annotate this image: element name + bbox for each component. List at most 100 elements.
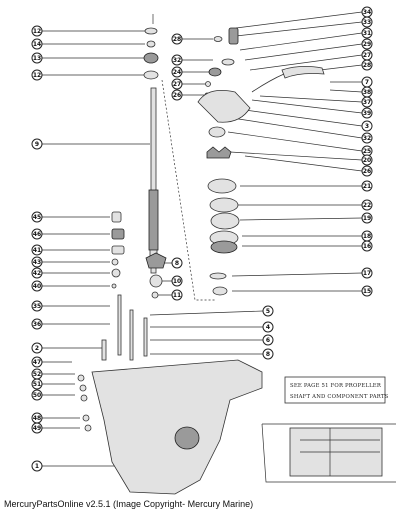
callout-circle bbox=[262, 321, 274, 333]
part-callout: 43 bbox=[31, 256, 43, 268]
callout-number: 9 bbox=[35, 141, 39, 148]
callout-number: 28 bbox=[363, 62, 371, 69]
callout-circle bbox=[171, 54, 183, 66]
part-callout: 32 bbox=[171, 54, 183, 66]
callout-circle bbox=[361, 180, 373, 192]
part-callout: 33 bbox=[361, 16, 373, 28]
callout-number: 18 bbox=[363, 233, 371, 240]
callout-circle bbox=[31, 25, 43, 37]
leader-line bbox=[249, 54, 363, 71]
callout-number: 7 bbox=[365, 79, 369, 86]
callout-number: 47 bbox=[33, 359, 41, 366]
callout-number: 51 bbox=[33, 381, 41, 388]
callout-number: 15 bbox=[363, 288, 371, 295]
callout-number: 28 bbox=[173, 36, 181, 43]
part-callout: 19 bbox=[361, 212, 373, 224]
callout-number: 34 bbox=[363, 9, 371, 16]
callout-number: 8 bbox=[175, 260, 179, 267]
callout-number: 4 bbox=[266, 324, 270, 331]
part-callout: 4 bbox=[262, 321, 274, 333]
part-callout: 40 bbox=[31, 280, 43, 292]
part-callout: 45 bbox=[31, 211, 43, 223]
callout-number: 24 bbox=[173, 69, 181, 76]
callout-number: 21 bbox=[363, 183, 371, 190]
callout-number: 37 bbox=[363, 99, 371, 106]
callout-number: 38 bbox=[363, 89, 371, 96]
callout-number: 14 bbox=[33, 41, 41, 48]
shaft-top-parts bbox=[143, 27, 159, 80]
part-callout: 20 bbox=[361, 154, 373, 166]
callout-number: 33 bbox=[363, 19, 371, 26]
callout-number: 17 bbox=[363, 270, 371, 277]
callout-circle bbox=[31, 52, 43, 64]
callout-circle bbox=[31, 342, 43, 354]
callout-number: 45 bbox=[33, 214, 41, 221]
part-callout: 15 bbox=[361, 285, 373, 297]
part-callout: 37 bbox=[361, 96, 373, 108]
part-callout: 42 bbox=[31, 267, 43, 279]
callout-circle bbox=[361, 96, 373, 108]
part-callout: 3 bbox=[361, 120, 373, 132]
callout-number: 8 bbox=[266, 351, 270, 358]
callout-circle bbox=[171, 78, 183, 90]
callout-number: 32 bbox=[173, 57, 181, 64]
callout-circle bbox=[171, 33, 183, 45]
callout-circle bbox=[361, 267, 373, 279]
callout-circle bbox=[31, 228, 43, 240]
callout-circle bbox=[361, 240, 373, 252]
callout-number: 31 bbox=[363, 30, 371, 37]
callout-number: 2 bbox=[35, 345, 39, 352]
part-callout: 11 bbox=[171, 289, 183, 301]
inset-schematic bbox=[261, 423, 396, 483]
part-callout: 26 bbox=[171, 89, 183, 101]
callout-circle bbox=[361, 212, 373, 224]
drive-shaft bbox=[148, 87, 159, 274]
part-callout: 7 bbox=[361, 76, 373, 88]
gear-housing bbox=[77, 359, 263, 495]
note-line-1: SEE PAGE 51 FOR PROPELLER bbox=[290, 383, 382, 389]
callout-circle bbox=[31, 422, 43, 434]
part-callout: 8 bbox=[262, 348, 274, 360]
leader-line bbox=[259, 95, 363, 103]
callout-number: 52 bbox=[33, 371, 41, 378]
part-callout: 35 bbox=[31, 300, 43, 312]
part-callout: 28 bbox=[171, 33, 183, 45]
callout-circle bbox=[31, 389, 43, 401]
part-callout: 6 bbox=[262, 334, 274, 346]
part-callout: 8 bbox=[171, 257, 183, 269]
part-callout: 27 bbox=[171, 78, 183, 90]
leader-lines bbox=[42, 11, 363, 467]
part-callout: 38 bbox=[361, 86, 373, 98]
callout-labels: 1214131294546414342403536247525150484912… bbox=[31, 6, 373, 472]
part-callout: 48 bbox=[31, 412, 43, 424]
leader-line bbox=[229, 151, 363, 161]
callout-circle bbox=[361, 165, 373, 177]
part-callout: 12 bbox=[31, 25, 43, 37]
callout-number: 26 bbox=[173, 92, 181, 99]
callout-number: 12 bbox=[33, 28, 41, 35]
part-callout: 1 bbox=[31, 460, 43, 472]
callout-circle bbox=[31, 318, 43, 330]
callout-circle bbox=[31, 138, 43, 150]
callout-number: 42 bbox=[33, 270, 41, 277]
part-callout: 17 bbox=[361, 267, 373, 279]
part-callout: 2 bbox=[31, 342, 43, 354]
callout-circle bbox=[31, 211, 43, 223]
pump-plates-gaskets bbox=[207, 178, 240, 296]
part-callout: 22 bbox=[361, 199, 373, 211]
copyright-footer: MercuryPartsOnline v2.5.1 (Image Copyrig… bbox=[4, 499, 254, 509]
callout-number: 49 bbox=[33, 425, 41, 432]
callout-circle bbox=[31, 300, 43, 312]
part-callout: 5 bbox=[262, 305, 274, 317]
part-callout: 9 bbox=[31, 138, 43, 150]
part-callout: 31 bbox=[361, 27, 373, 39]
shift-shaft-parts bbox=[101, 294, 148, 361]
part-callout: 51 bbox=[31, 378, 43, 390]
callout-circle bbox=[31, 244, 43, 256]
callout-number: 41 bbox=[33, 247, 41, 254]
callout-circle bbox=[31, 38, 43, 50]
leader-line bbox=[319, 64, 363, 71]
callout-circle bbox=[361, 38, 373, 50]
leader-line bbox=[329, 89, 363, 93]
